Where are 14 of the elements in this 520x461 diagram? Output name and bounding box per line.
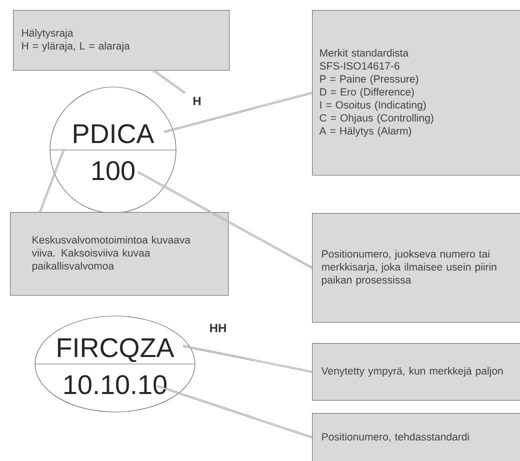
leader-line	[164, 92, 312, 133]
callout-box: Merkit standardista SFS-ISO14617-6 P = Paine (Pressure) D = Ero (Difference) I = Osoitus (Indicating) C = Ohjaus (Controlling) A = Hälytys (Alarm)	[312, 10, 520, 176]
callout-box: Keskusvalvomotoimintoa kuvaava viiva. Kaksoisviiva kuvaa paikallisvalvomoa	[10, 212, 229, 296]
symbol-letter: H	[193, 96, 201, 106]
leader-line	[138, 171, 312, 269]
callout-box: Venytetty ympyrä, kun merkkejä paljon	[312, 343, 520, 401]
callout-box: Positionumero, juokseva numero tai merkkisarja, joka ilmaisee usein piirin paikan prosessissa	[312, 213, 520, 323]
callout-box: Positionumero, tehdasstandardi	[312, 413, 520, 461]
leader-line	[156, 385, 312, 438]
leader-line	[39, 148, 65, 212]
symbol-label: HH	[210, 324, 226, 332]
leader-line	[152, 69, 186, 94]
callout-box: Hälytysraja H = yläraja, L = alaraja	[13, 10, 230, 71]
leader-line	[182, 345, 312, 373]
